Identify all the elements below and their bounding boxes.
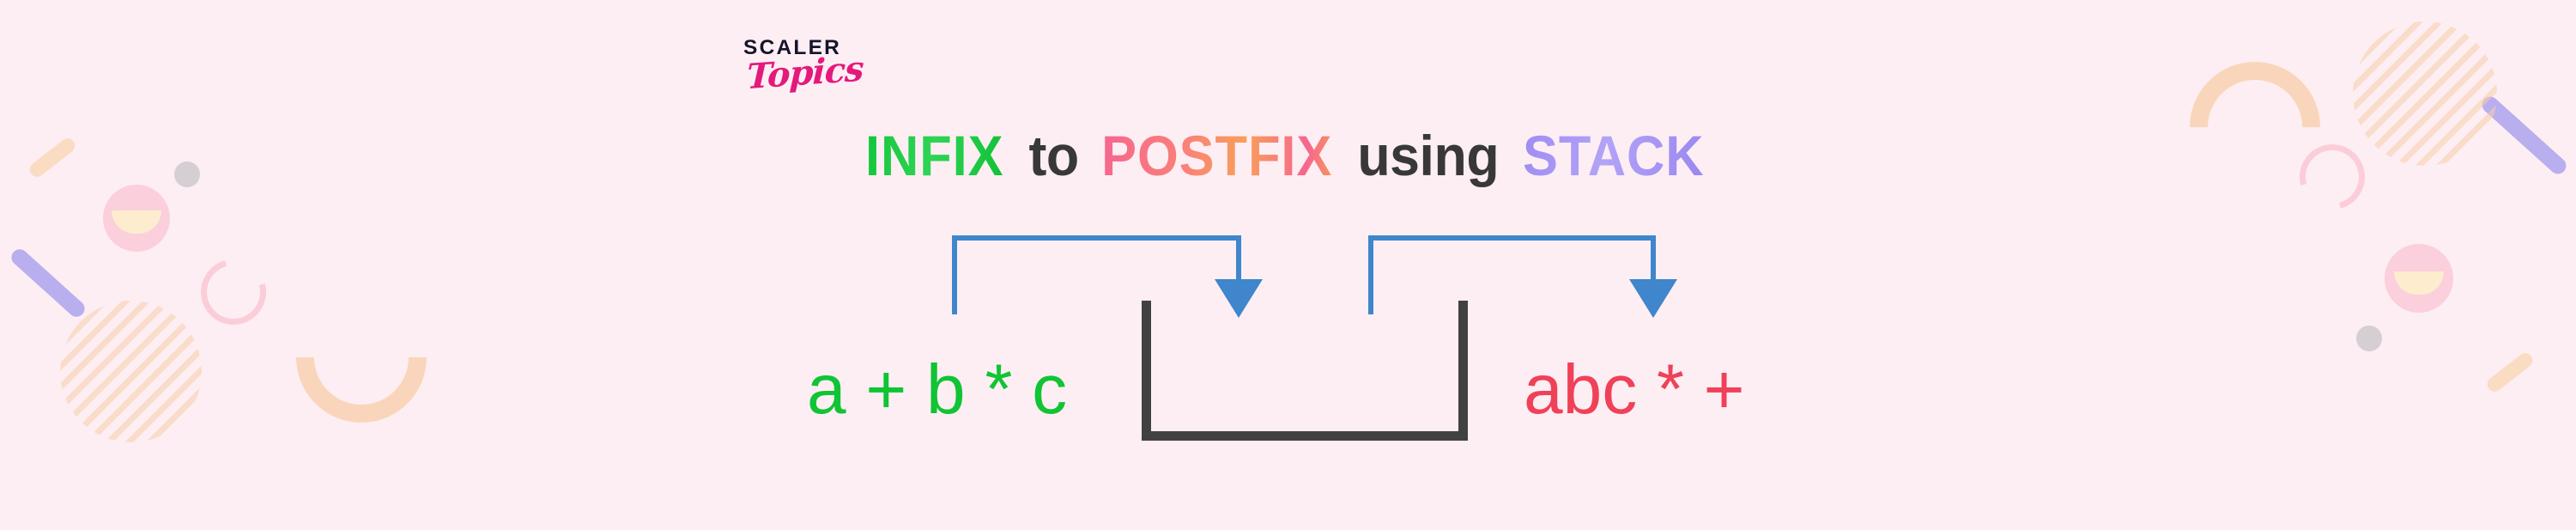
title-word-using: using bbox=[1357, 124, 1500, 187]
arrow-stack-to-postfix bbox=[1368, 235, 1677, 318]
scaler-topics-logo[interactable]: SCALER Topics bbox=[743, 38, 872, 107]
title-word-to: to bbox=[1028, 124, 1079, 187]
stack-container bbox=[1142, 301, 1468, 441]
arrow-infix-to-stack bbox=[952, 235, 1263, 318]
page-title: INFIX to POSTFIX using STACK bbox=[0, 125, 2576, 186]
infix-expression: a + b * c bbox=[807, 350, 1068, 429]
postfix-expression: abc * + bbox=[1524, 350, 1745, 429]
title-word-stack: STACK bbox=[1522, 124, 1705, 187]
title-word-infix: INFIX bbox=[864, 124, 1004, 187]
logo-scaler-text: SCALER bbox=[743, 36, 842, 59]
title-word-postfix: POSTFIX bbox=[1100, 124, 1333, 187]
